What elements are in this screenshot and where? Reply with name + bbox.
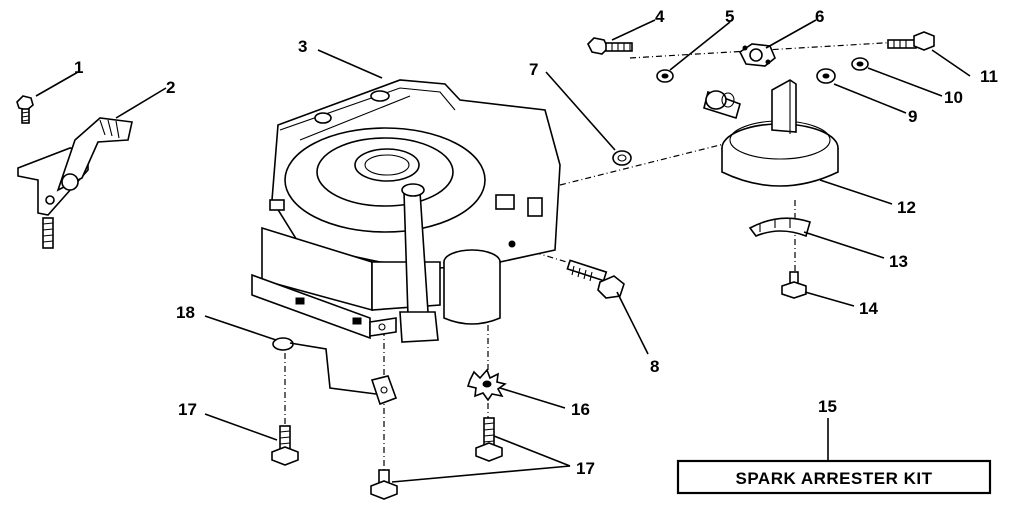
callout-4: 4	[655, 7, 665, 26]
throttle-control	[16, 95, 133, 249]
callout-10: 10	[944, 88, 963, 107]
callout-12: 12	[897, 198, 916, 217]
callout-1: 1	[74, 58, 83, 77]
washer-5	[656, 69, 674, 83]
callout-labels: 1 2 3 4 5 6 7 8 9 10 11 12 13 14 15 16 1…	[74, 7, 998, 478]
muffler-12	[703, 79, 839, 187]
callout-5: 5	[725, 7, 734, 26]
callout-7: 7	[529, 60, 538, 79]
callout-6: 6	[815, 7, 824, 26]
callout-11: 11	[980, 67, 998, 86]
callout-9: 9	[908, 107, 917, 126]
callout-15: 15	[818, 397, 837, 416]
star-washer-16	[466, 368, 507, 402]
callout-3: 3	[298, 37, 307, 56]
spark-arrester-kit-label: SPARK ARRESTER KIT	[736, 469, 933, 488]
bolt-11	[887, 31, 935, 51]
bolt-17a	[271, 425, 299, 466]
washer-10	[851, 57, 869, 71]
nut-7	[612, 150, 632, 166]
callout-2: 2	[166, 78, 175, 97]
callout-17: 17	[178, 400, 197, 419]
bolt-8	[566, 259, 625, 299]
bolt-17c	[370, 469, 398, 500]
screw-14	[781, 271, 807, 299]
callout-17-b: 17	[576, 459, 595, 478]
clamp-13	[748, 217, 811, 238]
callout-18: 18	[176, 303, 195, 322]
callout-8: 8	[650, 357, 659, 376]
callout-16: 16	[571, 400, 590, 419]
callout-13: 13	[889, 252, 908, 271]
engine	[251, 79, 561, 343]
leader-lines	[35, 19, 971, 483]
bolt-17b	[475, 417, 503, 462]
callout-14: 14	[859, 299, 878, 318]
gasket-6	[738, 43, 776, 67]
spark-arrester-kit-box: SPARK ARRESTER KIT	[676, 459, 992, 495]
bolt-4	[587, 37, 633, 55]
washer-9	[816, 68, 836, 84]
link-rod-18	[272, 337, 398, 406]
